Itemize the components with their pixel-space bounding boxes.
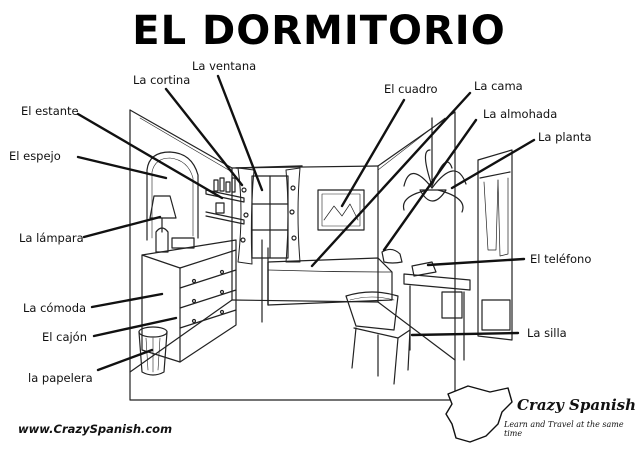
chair-shape (345, 291, 411, 385)
brand-tagline: Learn and Travel at the same time (504, 420, 624, 438)
website-link[interactable]: www.CrazySpanish.com (18, 422, 173, 436)
pointer-estante (76, 112, 224, 200)
page-title: EL DORMITORIO (132, 8, 506, 54)
dresser-shape (141, 239, 237, 363)
pointer-planta (450, 138, 536, 190)
pointer-comoda (90, 292, 164, 309)
bed-shape (261, 239, 403, 323)
label-cajon: El cajón (42, 330, 88, 344)
label-comoda: La cómoda (23, 301, 87, 315)
pointer-cuadro (340, 98, 406, 208)
lamp-shape (149, 195, 195, 253)
mirror-shape (146, 151, 199, 241)
phone-shape (411, 261, 437, 277)
painting-shape (317, 189, 365, 231)
pointer-lampara (82, 215, 162, 239)
shelf-shape (205, 177, 245, 225)
pointer-cama (310, 91, 472, 268)
pointer-espejo (76, 155, 168, 180)
pointer-cajon (92, 316, 178, 338)
pointer-lines (76, 74, 536, 372)
label-planta: La planta (538, 130, 592, 144)
label-cuadro: El cuadro (384, 82, 438, 96)
pillow-shape (381, 248, 403, 264)
label-lampara: La lámpara (19, 231, 84, 245)
label-silla: La silla (527, 326, 567, 340)
label-ventana: La ventana (192, 59, 257, 73)
pointer-almohada (382, 118, 478, 252)
wastebasket-shape (138, 326, 168, 376)
pointer-telefono (426, 257, 526, 267)
pointer-ventana (216, 74, 264, 192)
brand-name: Crazy Spanish (517, 396, 637, 414)
pointer-silla (410, 331, 520, 337)
wardrobe-shape (477, 149, 513, 341)
spain-map-logo (445, 385, 513, 443)
label-almohada: La almohada (483, 107, 558, 121)
pointer-cortina (164, 87, 244, 187)
label-papelera: la papelera (28, 371, 93, 385)
label-cama: La cama (474, 79, 523, 93)
window-shape (251, 175, 289, 259)
desk-shape (403, 261, 471, 361)
label-telefono: El teléfono (530, 252, 592, 266)
label-espejo: El espejo (9, 149, 61, 163)
label-cortina: La cortina (133, 73, 191, 87)
room-frame (129, 109, 456, 401)
pointer-papelera (96, 348, 154, 372)
curtain-shape (235, 165, 303, 265)
label-estante: El estante (21, 104, 79, 118)
